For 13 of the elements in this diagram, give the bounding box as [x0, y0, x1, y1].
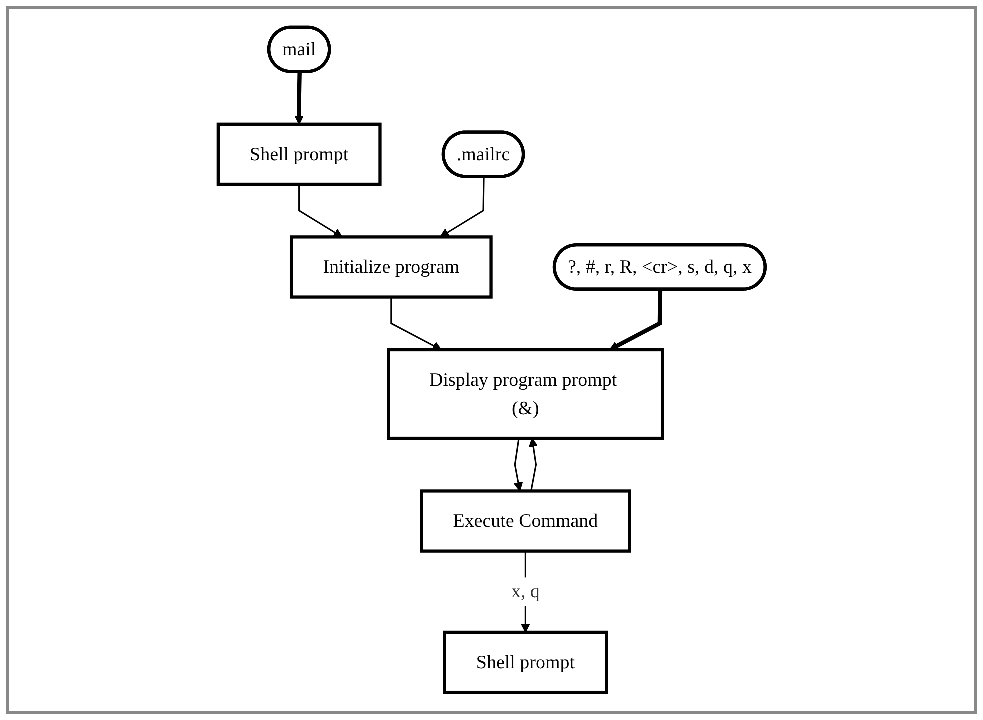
node-box: Execute Command [420, 490, 631, 553]
node-box: Shell prompt [216, 122, 382, 186]
arrow [298, 184, 342, 238]
node-box: Initialize program [290, 236, 492, 299]
arrow [440, 177, 484, 238]
node-box: Display program prompt (&) [386, 348, 664, 440]
arrow [609, 290, 662, 350]
arrow [514, 438, 523, 492]
arrow [528, 438, 538, 492]
arrow [294, 72, 304, 125]
arrow [390, 297, 442, 350]
edge-label: x, q [511, 580, 540, 602]
node-box: Shell prompt [442, 630, 608, 694]
